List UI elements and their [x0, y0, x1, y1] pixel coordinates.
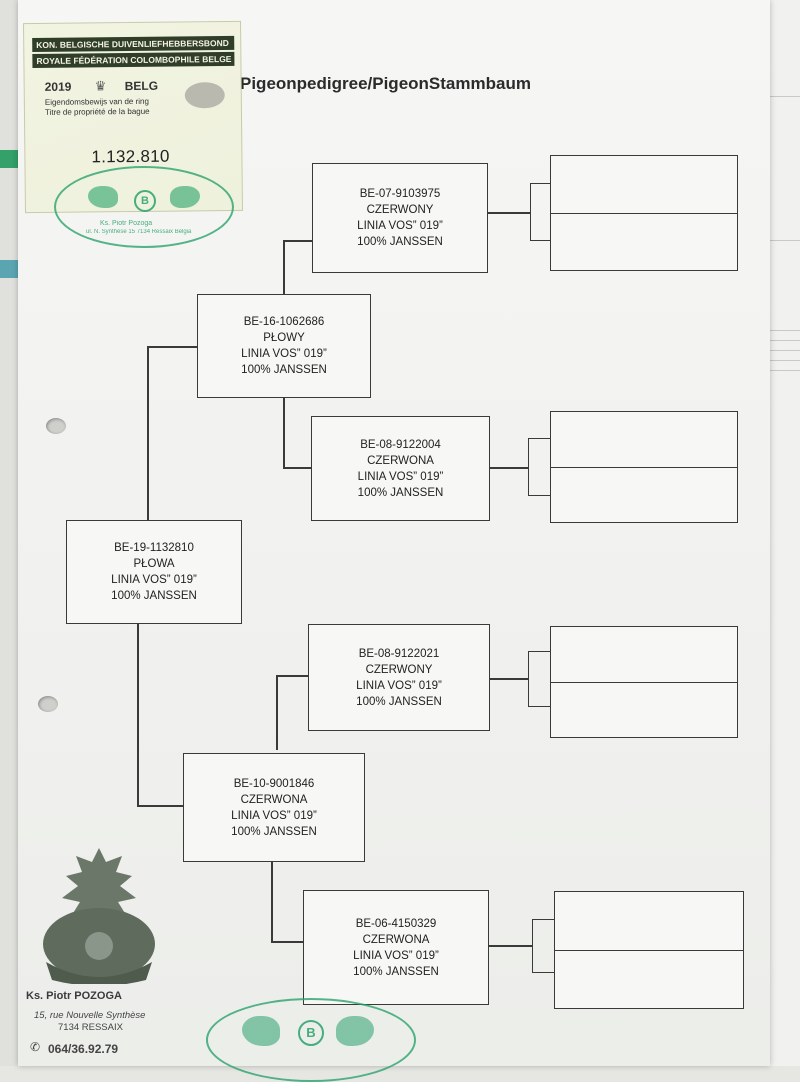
connector	[488, 678, 528, 680]
ring-number: BE-16-1062686	[243, 316, 325, 328]
connector	[283, 396, 285, 468]
owner-address-line1: 15, rue Nouvelle Synthèse	[34, 1010, 146, 1021]
pigeon-origin: 100% JANSSEN	[241, 364, 327, 376]
pigeon-color: CZERWONA	[240, 793, 308, 806]
green-tab	[0, 150, 22, 168]
pigeon-line: LINIA VOS” 019”	[356, 679, 442, 692]
pigeon-line: LINIA VOS” 019”	[231, 809, 317, 822]
connector	[271, 941, 303, 943]
pigeon-line: LINIA VOS” 019”	[357, 220, 443, 232]
blue-tab	[0, 260, 22, 278]
pigeon-origin: 100% JANSSEN	[356, 695, 442, 708]
pigeon-card-sire-sire: BE-07-9103975 CZERWONY LINIA VOS” 019” 1…	[312, 163, 488, 273]
federation-name-nl: KON. BELGISCHE DUIVENLIEFHEBBERSBOND	[32, 35, 235, 53]
connector-bracket	[530, 183, 551, 241]
connector	[271, 860, 273, 942]
pigeon-card-dam-sire: BE-08-9122021 CZERWONY LINIA VOS” 019” 1…	[308, 624, 490, 731]
pigeon-color: CZERWONY	[365, 663, 433, 676]
pigeon-origin: 100% JANSSEN	[357, 236, 443, 248]
pigeon-card-dam-dam: BE-06-4150329 CZERWONA LINIA VOS” 019” 1…	[303, 890, 489, 1005]
pigeon-origin: 100% JANSSEN	[111, 590, 197, 602]
pigeon-card-subject: BE-19-1132810 PŁOWA LINIA VOS” 019” 100%…	[66, 520, 242, 624]
connector	[487, 945, 532, 947]
connector-bracket	[528, 651, 551, 707]
empty-ancestor-box	[550, 626, 738, 738]
connector	[137, 622, 139, 806]
owner-name: Ks. Piotr POZOGA	[26, 990, 122, 1002]
connector	[486, 212, 530, 214]
connector-bracket	[532, 919, 555, 973]
owner-phone: 064/36.92.79	[48, 1042, 119, 1056]
ownership-label-fr: Titre de propriété de la bague	[44, 106, 150, 117]
pigeon-origin: 100% JANSSEN	[231, 825, 317, 838]
empty-ancestor-box	[550, 155, 738, 271]
b-emblem-icon: B	[298, 1020, 324, 1046]
pigeon-icon	[88, 186, 118, 208]
connector	[283, 240, 312, 242]
pigeon-color: PŁOWA	[133, 558, 175, 570]
coat-of-arms-icon	[43, 848, 155, 984]
pigeon-line: LINIA VOS” 019”	[353, 949, 439, 962]
pigeon-card-sire: BE-16-1062686 PŁOWY LINIA VOS” 019” 100%…	[197, 294, 371, 398]
pigeon-icon	[170, 186, 200, 208]
right-back-sheet	[770, 0, 800, 1066]
connector	[147, 346, 149, 520]
crown-icon: ♛	[94, 78, 107, 94]
stamp-text-address: ul. N. Synthèse 15 7134 Ressaix Belgia	[86, 229, 192, 235]
pigeon-color: PŁOWY	[263, 332, 305, 344]
pigeon-color: CZERWONY	[366, 204, 434, 216]
punch-hole-top	[46, 418, 66, 434]
federation-name-fr: ROYALE FÉDÉRATION COLOMBOPHILE BELGE	[32, 51, 235, 69]
empty-ancestor-box	[550, 411, 738, 523]
ring-country: BELG	[124, 78, 159, 94]
pigeon-color: CZERWONA	[362, 933, 430, 946]
connector	[276, 675, 308, 677]
stamp-text-name: Ks. Piotr Pozoga	[100, 220, 153, 227]
pigeon-color: CZERWONA	[367, 454, 434, 467]
left-back-sheet	[0, 0, 22, 1066]
ring-number: BE-08-9122021	[358, 647, 440, 660]
pigeon-seal-icon	[184, 82, 225, 109]
connector	[283, 467, 311, 469]
connector	[137, 805, 183, 807]
pigeon-card-dam: BE-10-9001846 CZERWONA LINIA VOS” 019” 1…	[183, 753, 365, 862]
green-stamp-top	[54, 166, 234, 248]
b-emblem-icon: B	[134, 190, 156, 212]
connector	[283, 240, 285, 294]
connector	[147, 346, 197, 348]
owner-address-line2: 7134 RESSAIX	[58, 1022, 123, 1033]
ring-number: BE-10-9001846	[233, 777, 315, 790]
empty-ancestor-box	[554, 891, 744, 1009]
pigeon-origin: 100% JANSSEN	[353, 965, 439, 978]
pigeon-icon	[336, 1016, 374, 1046]
ring-number: BE-08-9122004	[360, 438, 441, 451]
phone-icon: ✆	[30, 1040, 41, 1054]
ring-number: BE-19-1132810	[114, 542, 194, 554]
pigeon-line: LINIA VOS” 019”	[111, 574, 197, 586]
pigeon-line: LINIA VOS” 019”	[241, 348, 327, 360]
punch-hole-bottom	[38, 696, 58, 712]
connector-bracket	[528, 438, 551, 496]
ring-year: 2019	[44, 79, 72, 94]
pigeon-card-sire-dam: BE-08-9122004 CZERWONA LINIA VOS” 019” 1…	[311, 416, 490, 521]
ring-number: BE-06-4150329	[355, 917, 437, 930]
page-title: Pigeonpedigree/PigeonStammbaum	[240, 74, 531, 93]
ring-number: 1.132.810	[91, 146, 170, 167]
connector	[276, 675, 278, 750]
ownership-label-nl: Eigendomsbewijs van de ring	[44, 96, 149, 107]
pigeon-origin: 100% JANSSEN	[357, 486, 444, 499]
connector	[488, 467, 528, 469]
pigeon-line: LINIA VOS” 019”	[357, 470, 444, 483]
pigeon-icon	[242, 1016, 280, 1046]
ring-number: BE-07-9103975	[359, 188, 441, 200]
